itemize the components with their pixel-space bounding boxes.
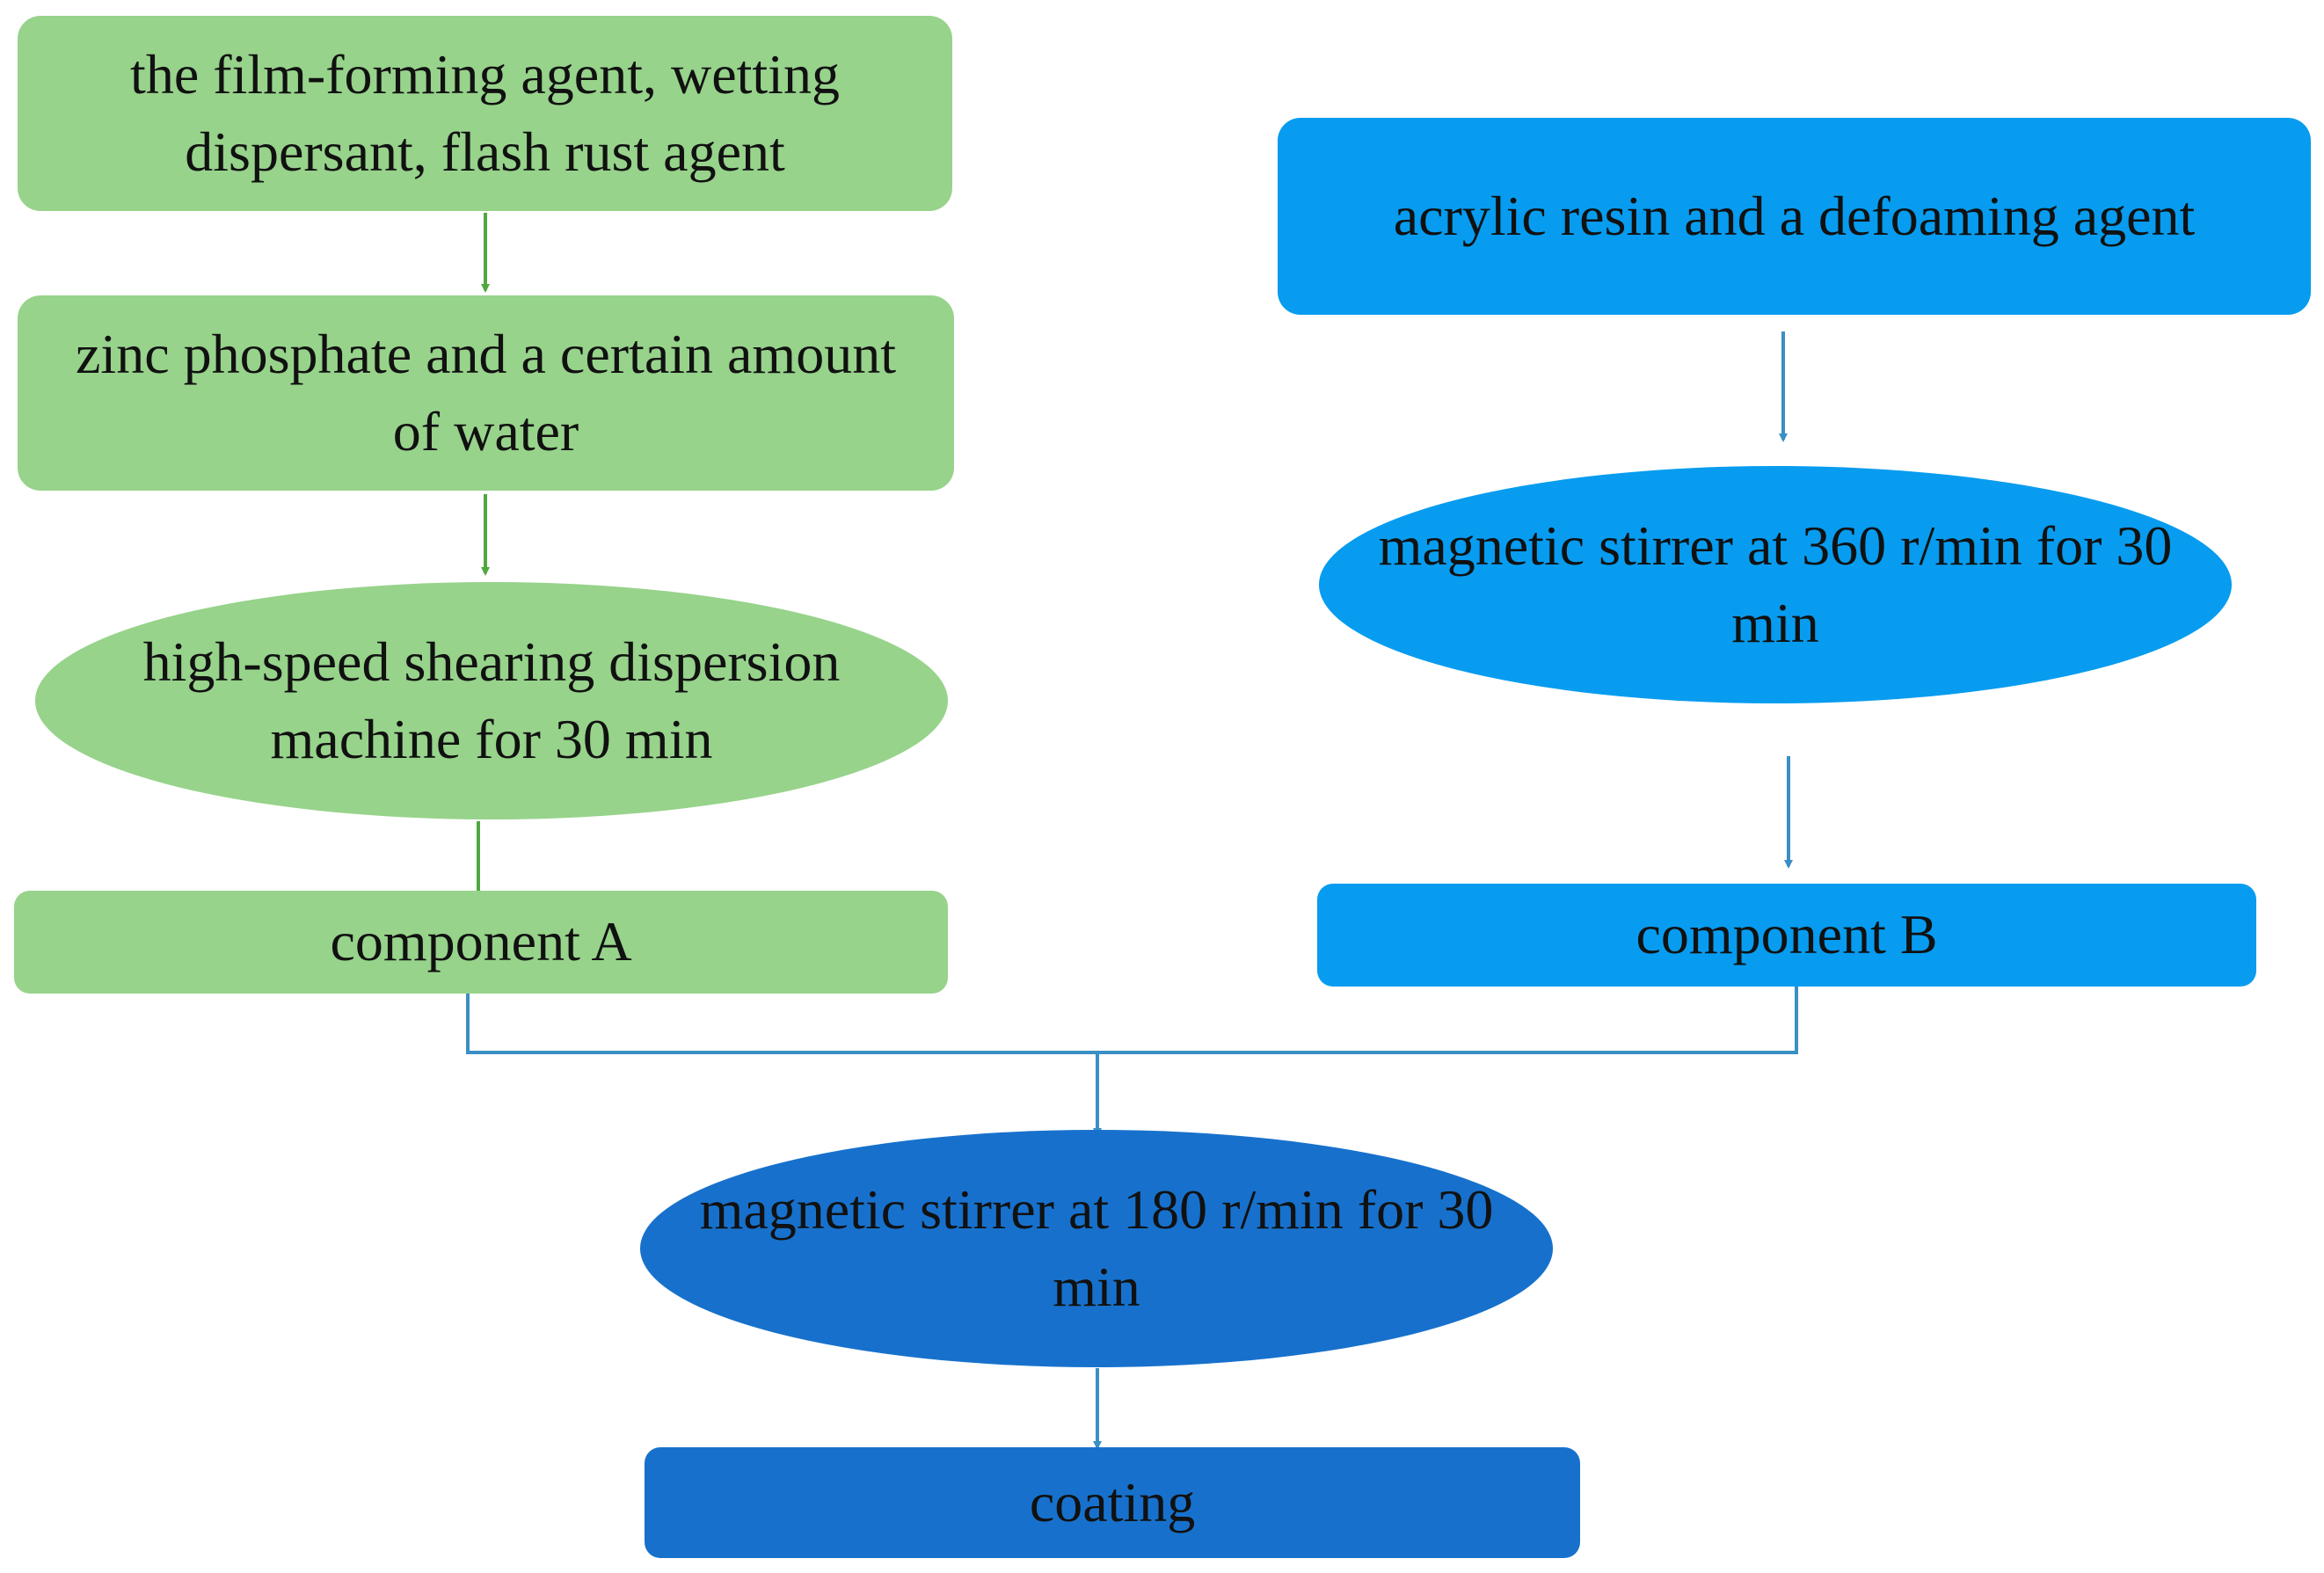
- magnetic-stirrer-180-ellipse: magnetic stirrer at 180 r/min for 30 min: [640, 1130, 1553, 1367]
- acrylic-resin-box: acrylic resin and a defoaming agent: [1278, 118, 2311, 315]
- magnetic-stirrer-360-ellipse: magnetic stirrer at 360 r/min for 30 min: [1319, 466, 2232, 703]
- merge-connector: [466, 986, 1798, 1054]
- film-forming-agent-box: the film-forming agent, wetting dispersa…: [18, 16, 952, 211]
- high-speed-shearing-label: high-speed shearing dispersion machine f…: [142, 630, 841, 770]
- coating-label: coating: [1029, 1470, 1196, 1533]
- zinc-phosphate-label: zinc phosphate and a certain amount of w…: [76, 322, 896, 462]
- component-a-label: component A: [330, 910, 632, 973]
- magnetic-stirrer-360-label: magnetic stirrer at 360 r/min for 30 min: [1378, 513, 2173, 654]
- zinc-phosphate-box: zinc phosphate and a certain amount of w…: [18, 295, 954, 491]
- film-forming-agent-label: the film-forming agent, wetting dispersa…: [130, 42, 840, 183]
- component-b-box: component B: [1317, 884, 2256, 987]
- magnetic-stirrer-180-label: magnetic stirrer at 180 r/min for 30 min: [699, 1177, 1494, 1318]
- component-a-box: component A: [14, 891, 948, 994]
- coating-box: coating: [645, 1447, 1580, 1558]
- high-speed-shearing-ellipse: high-speed shearing dispersion machine f…: [35, 582, 948, 819]
- acrylic-resin-label: acrylic resin and a defoaming agent: [1393, 184, 2196, 247]
- component-b-label: component B: [1636, 903, 1938, 966]
